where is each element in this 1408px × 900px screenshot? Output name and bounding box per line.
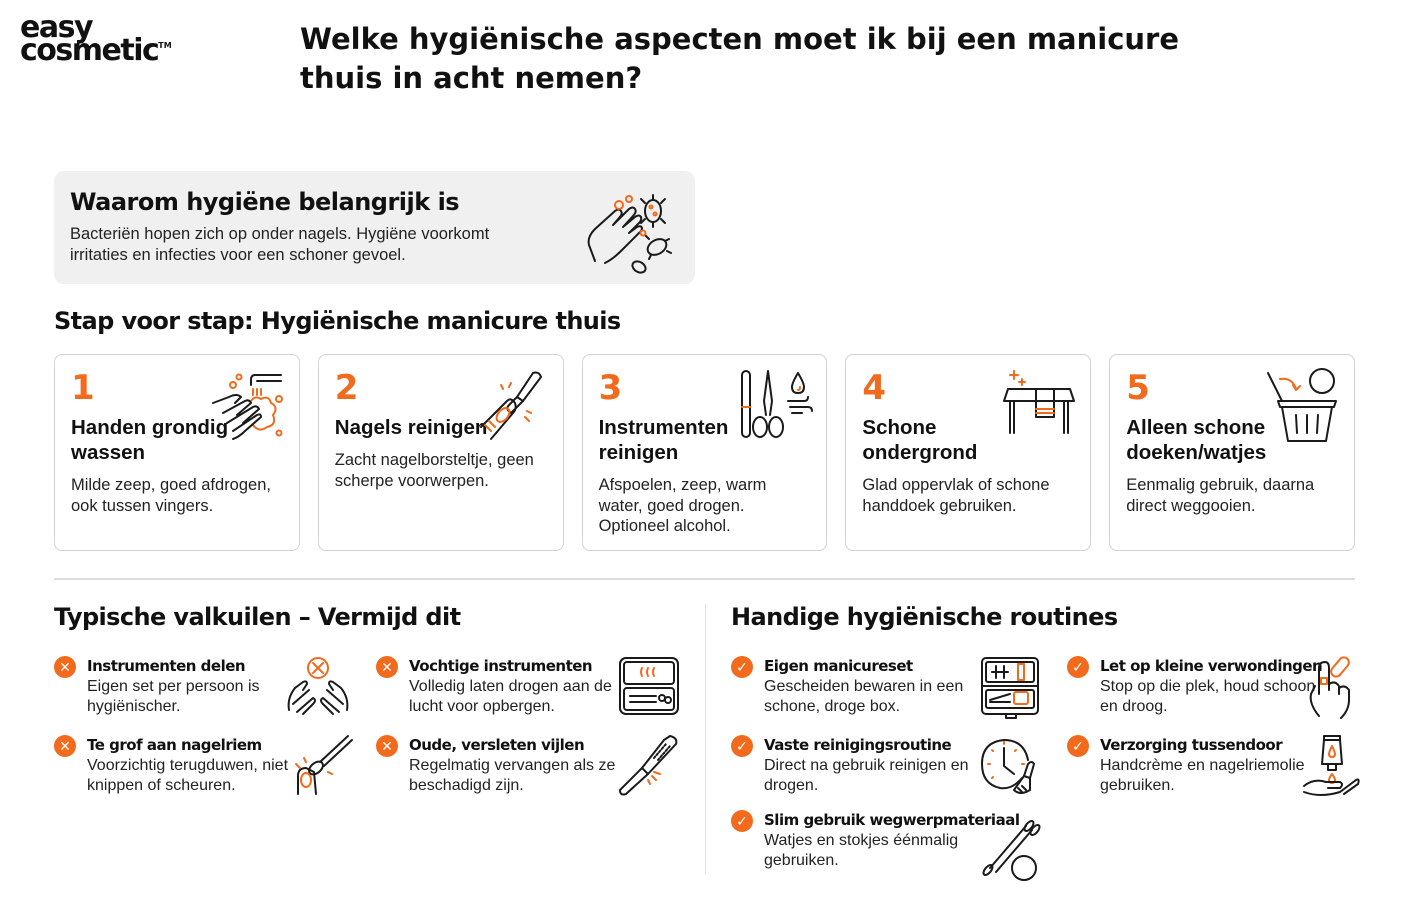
logo-line-2: cosmetic [20, 33, 160, 69]
hand-bacteria-icon [587, 194, 672, 274]
table-towel-icon [1003, 370, 1076, 434]
routine-text: Gescheiden bewaren in een schone, droge … [764, 678, 964, 715]
pitfall-item: ✕ Oude, versleten vijlen Regelmatig verv… [376, 734, 616, 796]
pitfall-text: Voorzichtig terugduwen, niet knippen of … [87, 757, 289, 794]
routine-item: ✓ Eigen manicureset Gescheiden bewaren i… [731, 655, 981, 717]
step-card: 3 Instrumenten reinigen Afspoelen, zeep,… [581, 354, 828, 551]
step-number: 4 [862, 368, 887, 408]
routine-title: Let op kleine verwondingen [1100, 657, 1323, 675]
step-title: Schone ondergrond [862, 416, 978, 464]
step-card: 2 Nagels reinigen Zacht nagelborsteltje,… [317, 354, 564, 551]
why-title: Waarom hygiëne belangrijk is [70, 188, 460, 216]
routine-item: ✓ Verzorging tussendoor Handcrème en nag… [1067, 734, 1317, 796]
clock-brush-icon [981, 739, 1035, 794]
cuticle-pusher-icon [295, 735, 353, 795]
step-title: Nagels reinigen [334, 416, 488, 439]
step-card: 5 Alleen schone doeken/watjes Eenmalig g… [1109, 354, 1355, 551]
step-card: 4 Schone ondergrond Glad oppervlak of sc… [845, 354, 1092, 551]
routine-text: Stop op die plek, houd schoon en droog. [1100, 678, 1316, 715]
x-icon: ✕ [376, 735, 398, 757]
pitfall-item: ✕ Te grof aan nagelriem Voorzichtig teru… [54, 734, 294, 796]
step-number: 2 [334, 368, 359, 408]
step-number: 3 [598, 368, 623, 408]
step-card: 1 Handen grondig wassen Milde zeep, goed… [54, 354, 300, 551]
routine-title: Slim gebruik wegwerpmateriaal [764, 811, 1020, 829]
pitfall-title: Instrumenten delen [87, 657, 246, 675]
cotton-swabs-icon [982, 820, 1041, 881]
why-hygiene-box: Waarom hygiëne belangrijk is Bacteriën h… [54, 171, 695, 284]
step-number: 1 [71, 368, 95, 408]
routine-item: ✓ Let op kleine verwondingen Stop op die… [1067, 655, 1327, 717]
bandaid-finger-icon [1309, 656, 1350, 719]
hand-cream-icon [1303, 735, 1360, 796]
wet-case-icon [619, 657, 679, 715]
step-text: Afspoelen, zeep, warm water, goed drogen… [598, 476, 767, 535]
routine-text: Handcrème en nagelriemolie gebruiken. [1100, 757, 1305, 794]
trademark: TM [158, 41, 172, 51]
nail-brush-icon [479, 371, 542, 440]
routine-title: Verzorging tussendoor [1100, 736, 1283, 754]
no-sharing-hands-icon [287, 657, 349, 715]
routine-item: ✓ Slim gebruik wegwerpmateriaal Watjes e… [731, 809, 1021, 871]
x-icon: ✕ [376, 656, 398, 678]
step-text: Milde zeep, goed afdrogen, ook tussen vi… [71, 476, 271, 515]
routines-title: Handige hygiënische routines [731, 603, 1118, 631]
pitfall-title: Oude, versleten vijlen [409, 736, 585, 754]
step-title: Handen grondig wassen [71, 416, 229, 464]
brand-logo: easy cosmeticTM [20, 10, 172, 66]
routine-text: Direct na gebruik reinigen en drogen. [764, 757, 969, 794]
step-number: 5 [1126, 368, 1150, 408]
x-icon: ✕ [54, 735, 76, 757]
file-scissors-icon [741, 370, 814, 438]
pitfall-item: ✕ Instrumenten delen Eigen set per perso… [54, 655, 284, 717]
check-icon: ✓ [1067, 656, 1089, 678]
check-icon: ✓ [731, 735, 753, 757]
step-text: Glad oppervlak of schone handdoek gebrui… [862, 476, 1050, 515]
page-title: Welke hygiënische aspecten moet ik bij e… [300, 22, 1180, 95]
pitfall-title: Te grof aan nagelriem [87, 736, 262, 754]
why-text: Bacteriën hopen zich op onder nagels. Hy… [70, 225, 490, 264]
hand-washing-icon [211, 373, 283, 440]
check-icon: ✓ [1067, 735, 1089, 757]
pitfall-text: Volledig laten drogen aan de lucht voor … [409, 678, 612, 715]
routine-title: Eigen manicureset [764, 657, 913, 675]
x-icon: ✕ [54, 656, 76, 678]
step-title: Instrumenten reinigen [598, 416, 729, 464]
step-title: Alleen schone doeken/watjes [1126, 416, 1267, 464]
pitfall-item: ✕ Vochtige instrumenten Volledig laten d… [376, 655, 616, 717]
pitfalls-title: Typische valkuilen – Vermijd dit [54, 603, 461, 631]
routine-text: Watjes en stokjes éénmalig gebruiken. [764, 832, 959, 869]
trash-bin-icon [1266, 368, 1337, 442]
steps-section-title: Stap voor stap: Hygiënische manicure thu… [54, 307, 621, 335]
check-icon: ✓ [731, 656, 753, 678]
step-text: Zacht nagelborsteltje, geen scherpe voor… [334, 451, 534, 490]
section-divider [54, 578, 1355, 580]
step-text: Eenmalig gebruik, daarna direct weggooie… [1126, 476, 1315, 515]
routine-item: ✓ Vaste reinigingsroutine Direct na gebr… [731, 734, 981, 796]
routine-title: Vaste reinigingsroutine [764, 736, 952, 754]
check-icon: ✓ [731, 810, 753, 832]
pitfall-text: Regelmatig vervangen als ze beschadigd z… [409, 757, 616, 794]
worn-file-icon [619, 735, 678, 796]
manicure-case-icon [981, 657, 1039, 719]
logo-line-1: easy [20, 10, 94, 45]
column-divider [705, 604, 706, 874]
steps-list: 1 Handen grondig wassen Milde zeep, goed… [54, 354, 1355, 551]
pitfall-text: Eigen set per persoon is hygiënischer. [87, 678, 260, 715]
pitfall-title: Vochtige instrumenten [409, 657, 593, 675]
